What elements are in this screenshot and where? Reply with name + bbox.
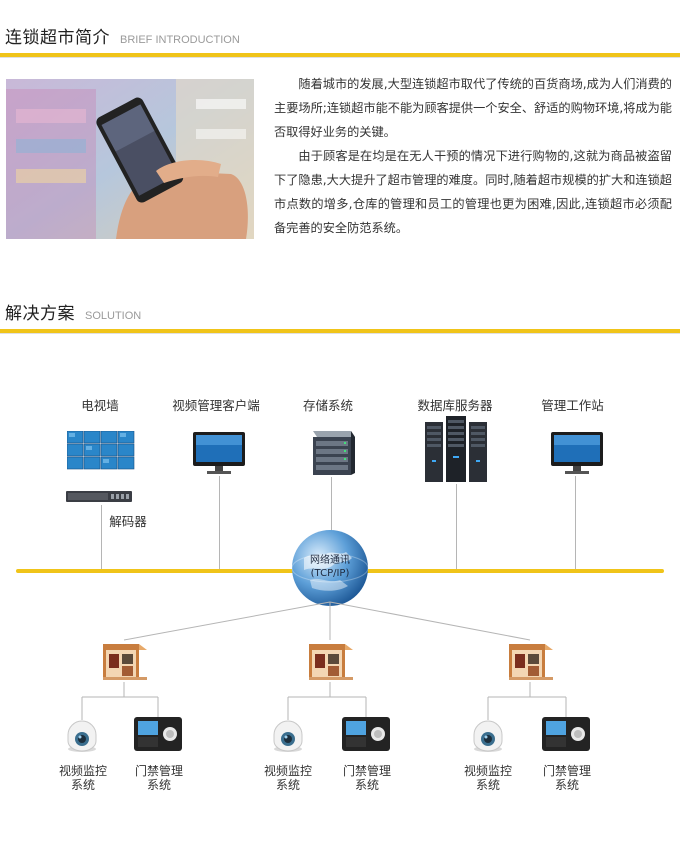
monitor-icon [193, 432, 245, 480]
access-control-terminal-icon [342, 717, 390, 757]
label-line: 系统 [354, 778, 379, 792]
label-access-control: 门禁管理 系统 [124, 764, 194, 792]
access-control-terminal-icon [134, 717, 182, 757]
label-access-control: 门禁管理 系统 [332, 764, 402, 792]
storage-server-icon [307, 427, 355, 481]
intro-header: 连锁超市简介 BRIEF INTRODUCTION [5, 18, 240, 48]
solution-rule [0, 329, 680, 334]
decoder-icon [66, 489, 132, 509]
label-mgmt-station: 管理工作站 [541, 398, 604, 413]
globe-icon [290, 528, 370, 612]
storefront-icon [103, 640, 147, 686]
globe-label-line2: (TCP/IP) [310, 568, 350, 579]
label-line: 视频监控 [463, 764, 512, 778]
video-wall-icon [66, 430, 135, 475]
intro-text: 随着城市的发展,大型连锁超市取代了传统的百货商场,成为人们消费的主要场所;连锁超… [274, 72, 672, 240]
label-video-wall: 电视墙 [81, 398, 119, 413]
label-line: 视频监控 [263, 764, 312, 778]
label-line: 系统 [146, 778, 171, 792]
intro-title: 连锁超市简介 [5, 28, 110, 48]
label-storage: 存储系统 [302, 398, 353, 413]
label-access-control: 门禁管理 系统 [532, 764, 602, 792]
label-line: 系统 [475, 778, 500, 792]
solution-header: 解决方案 SOLUTION [5, 294, 141, 324]
intro-rule [0, 53, 680, 58]
server-rack-icon [425, 416, 487, 488]
label-db-server: 数据库服务器 [417, 398, 493, 413]
label-line: 门禁管理 [542, 764, 591, 778]
intro-paragraph-2: 由于顾客是在均是在无人干预的情况下进行购物的,这就为商品被盗留下了隐患,大大提升… [274, 149, 672, 235]
intro-subtitle: BRIEF INTRODUCTION [120, 34, 240, 46]
storefront-icon [309, 640, 353, 686]
connector-line [456, 484, 457, 571]
intro-paragraph-1: 随着城市的发展,大型连锁超市取代了传统的百货商场,成为人们消费的主要场所;连锁超… [274, 77, 672, 139]
globe-label-line1: 网络通讯 [310, 555, 350, 566]
connector-line [331, 477, 332, 539]
label-line: 门禁管理 [342, 764, 391, 778]
storefront-icon [509, 640, 553, 686]
solution-subtitle: SOLUTION [85, 310, 142, 322]
label-line: 系统 [554, 778, 579, 792]
solution-title: 解决方案 [5, 304, 75, 324]
label-video-surveillance: 视频监控 系统 [253, 764, 323, 792]
label-line: 门禁管理 [134, 764, 183, 778]
globe-label: 网络通讯 (TCP/IP) [300, 554, 360, 580]
dome-camera-icon [66, 719, 98, 757]
connector-line [575, 476, 576, 571]
supermarket-phone-photo [6, 79, 254, 239]
label-video-surveillance: 视频监控 系统 [48, 764, 118, 792]
connector-line [219, 476, 220, 571]
label-vms-client: 视频管理客户端 [172, 398, 260, 413]
connector-line [101, 505, 102, 571]
label-decoder: 解码器 [109, 514, 147, 529]
access-control-terminal-icon [542, 717, 590, 757]
dome-camera-icon [472, 719, 504, 757]
label-line: 系统 [70, 778, 95, 792]
label-line: 视频监控 [58, 764, 107, 778]
dome-camera-icon [272, 719, 304, 757]
label-line: 系统 [275, 778, 300, 792]
label-video-surveillance: 视频监控 系统 [453, 764, 523, 792]
monitor-icon [551, 432, 603, 480]
